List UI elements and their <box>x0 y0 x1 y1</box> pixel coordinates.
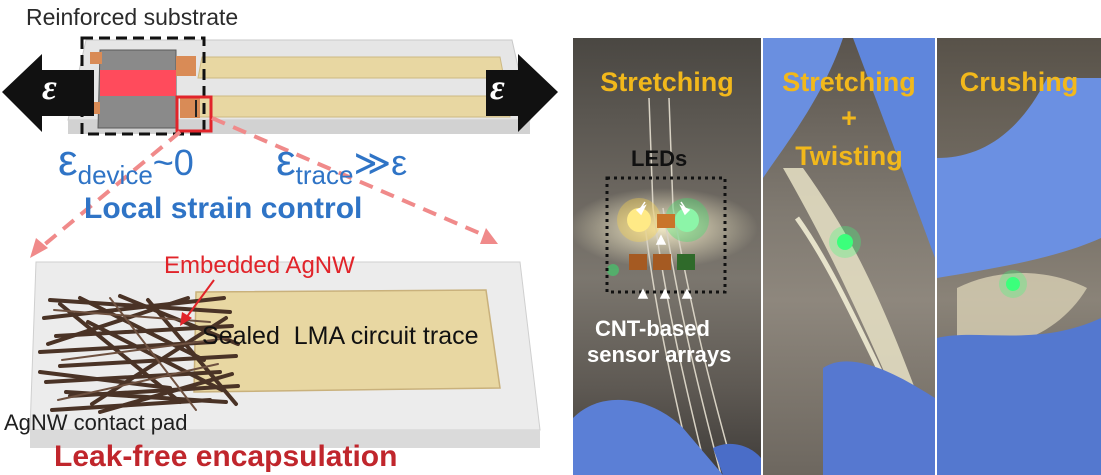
device-strain-symbol: ε <box>58 136 78 185</box>
panel3-title: Crushing <box>959 67 1079 97</box>
crushed-film <box>957 273 1087 346</box>
schematic-graphics <box>2 36 558 448</box>
panel1-title: Stretching <box>600 67 734 97</box>
encapsulation-slab-side <box>30 430 540 448</box>
embedded-agnw-pointer <box>185 279 215 319</box>
agnw-bundle <box>38 294 240 414</box>
agnw-contact-pad-label: AgNW contact pad <box>4 410 188 435</box>
zoom-line-right <box>211 116 487 238</box>
led-yellow <box>627 208 651 232</box>
glove-crush <box>937 318 1101 475</box>
panel2-title-line1: Stretching <box>782 67 916 97</box>
chip-highlight <box>100 70 176 96</box>
cnt-sensor-label-2: sensor arrays <box>587 342 732 367</box>
photo-panel-stretching: Stretching LEDs CNT-based sensor arrays <box>573 38 761 475</box>
panel2-scene <box>763 38 935 475</box>
twisted-film <box>783 168 933 438</box>
embedded-agnw-pointer-head <box>180 312 192 326</box>
zoom-arrowhead-left <box>30 238 48 258</box>
panel3-scene <box>937 78 1101 475</box>
led-green-crush <box>1006 277 1020 291</box>
zoom-line-left <box>36 130 182 252</box>
panel2-title-line2: + <box>841 103 857 133</box>
local-strain-control-label: Local strain control <box>84 192 363 225</box>
leds-label: LEDs <box>631 146 688 171</box>
photo-panel-crushing: Crushing <box>937 38 1101 475</box>
trace-strain-label: εtrace≫ε <box>276 136 407 191</box>
trace-strain-subscript: trace <box>295 160 354 190</box>
device-strain-subscript: device <box>77 160 153 190</box>
photo-panel-stretching-twisting: Stretching + Twisting <box>763 38 935 475</box>
panel2-title-line3: Twisting <box>795 141 903 171</box>
cnt-sensor-label-1: CNT-based <box>595 316 710 341</box>
leak-free-encapsulation-label: Leak-free encapsulation <box>54 440 398 473</box>
left-arrow-epsilon: ε <box>42 67 57 107</box>
led-green-twist <box>837 234 853 250</box>
reinforced-region-box <box>80 36 206 136</box>
trace-strain-relation: ≫ε <box>353 142 408 183</box>
schematic-diagram: Reinforced substrate ε ε εdevice~0 εtrac… <box>2 4 558 473</box>
zoom-arrowhead-right <box>480 228 498 244</box>
left-strain-arrow <box>2 54 94 132</box>
right-arrow-epsilon: ε <box>490 67 505 107</box>
reinforced-substrate-label: Reinforced substrate <box>26 4 239 30</box>
device-strain-relation: ~0 <box>152 142 194 183</box>
chip-pad-right-top <box>176 56 196 76</box>
zoom-square <box>175 95 213 133</box>
panel1-scene <box>573 97 761 475</box>
sealed-lma-trace-label: Sealed LMA circuit trace <box>202 322 479 350</box>
embedded-agnw-label: Embedded AgNW <box>164 252 355 279</box>
glove-hand <box>573 399 723 475</box>
leds-dotted-box <box>605 176 727 294</box>
sensor-chip <box>629 254 647 270</box>
right-strain-arrow <box>486 54 558 132</box>
lower-trace <box>195 95 511 118</box>
glove-lower <box>823 361 935 475</box>
trace-strain-symbol: ε <box>276 136 296 185</box>
upper-trace <box>197 56 505 79</box>
chip-pad-left-top <box>90 52 102 64</box>
led-green <box>675 208 699 232</box>
device-strain-label: εdevice~0 <box>58 136 194 191</box>
